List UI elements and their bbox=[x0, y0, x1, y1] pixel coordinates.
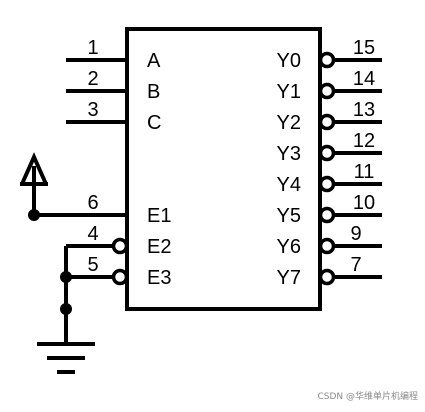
pin-label-y7: Y7 bbox=[277, 267, 301, 289]
pin-label-y5: Y5 bbox=[277, 205, 301, 227]
y2-inversion-bubble bbox=[318, 113, 336, 131]
pin-number-y0: 15 bbox=[353, 37, 375, 59]
pin-number-a: 1 bbox=[87, 37, 98, 59]
pin-number-y5: 10 bbox=[353, 192, 375, 214]
pin-label-b: B bbox=[147, 81, 160, 103]
pin-label-a: A bbox=[147, 50, 161, 72]
pin-number-e2: 4 bbox=[87, 223, 98, 245]
pin-number-b: 2 bbox=[87, 68, 98, 90]
pin-number-y3: 12 bbox=[353, 130, 375, 152]
y3-inversion-bubble bbox=[318, 144, 336, 162]
pin-number-e3: 5 bbox=[87, 254, 98, 276]
pin-number-y4: 11 bbox=[354, 161, 375, 183]
pin-label-e3: E3 bbox=[147, 267, 171, 289]
junction-dot-e1 bbox=[28, 209, 40, 221]
pin-label-y2: Y2 bbox=[277, 112, 301, 134]
ground-icon bbox=[37, 342, 95, 374]
pin-label-e2: E2 bbox=[147, 236, 171, 258]
junction-dot-gnd bbox=[60, 303, 72, 315]
pin-label-y1: Y1 bbox=[277, 81, 301, 103]
e3-inversion-bubble bbox=[111, 268, 129, 286]
vcc-arrow-icon bbox=[20, 152, 48, 185]
y5-inversion-bubble bbox=[318, 206, 336, 224]
pin-label-y6: Y6 bbox=[277, 236, 301, 258]
watermark: CSDN @华维单片机编程 bbox=[317, 390, 418, 402]
ic-body bbox=[125, 27, 322, 311]
y0-inversion-bubble bbox=[318, 51, 336, 69]
pin-number-c: 3 bbox=[87, 99, 98, 121]
y7-inversion-bubble bbox=[318, 268, 336, 286]
pin-number-y6: 9 bbox=[350, 223, 361, 245]
pin-label-y0: Y0 bbox=[277, 50, 301, 72]
junction-dot-e3 bbox=[60, 271, 72, 283]
pin-number-y7: 7 bbox=[350, 254, 361, 276]
pin-number-e1: 6 bbox=[87, 192, 98, 214]
pin-number-y2: 13 bbox=[353, 99, 375, 121]
y1-inversion-bubble bbox=[318, 82, 336, 100]
y4-inversion-bubble bbox=[318, 175, 336, 193]
pin-label-y4: Y4 bbox=[277, 174, 301, 196]
pin-label-e1: E1 bbox=[147, 205, 171, 227]
y6-inversion-bubble bbox=[318, 237, 336, 255]
pin-label-y3: Y3 bbox=[277, 143, 301, 165]
pin-label-c: C bbox=[147, 112, 161, 134]
e2-inversion-bubble bbox=[111, 237, 129, 255]
pin-number-y1: 14 bbox=[353, 68, 375, 90]
